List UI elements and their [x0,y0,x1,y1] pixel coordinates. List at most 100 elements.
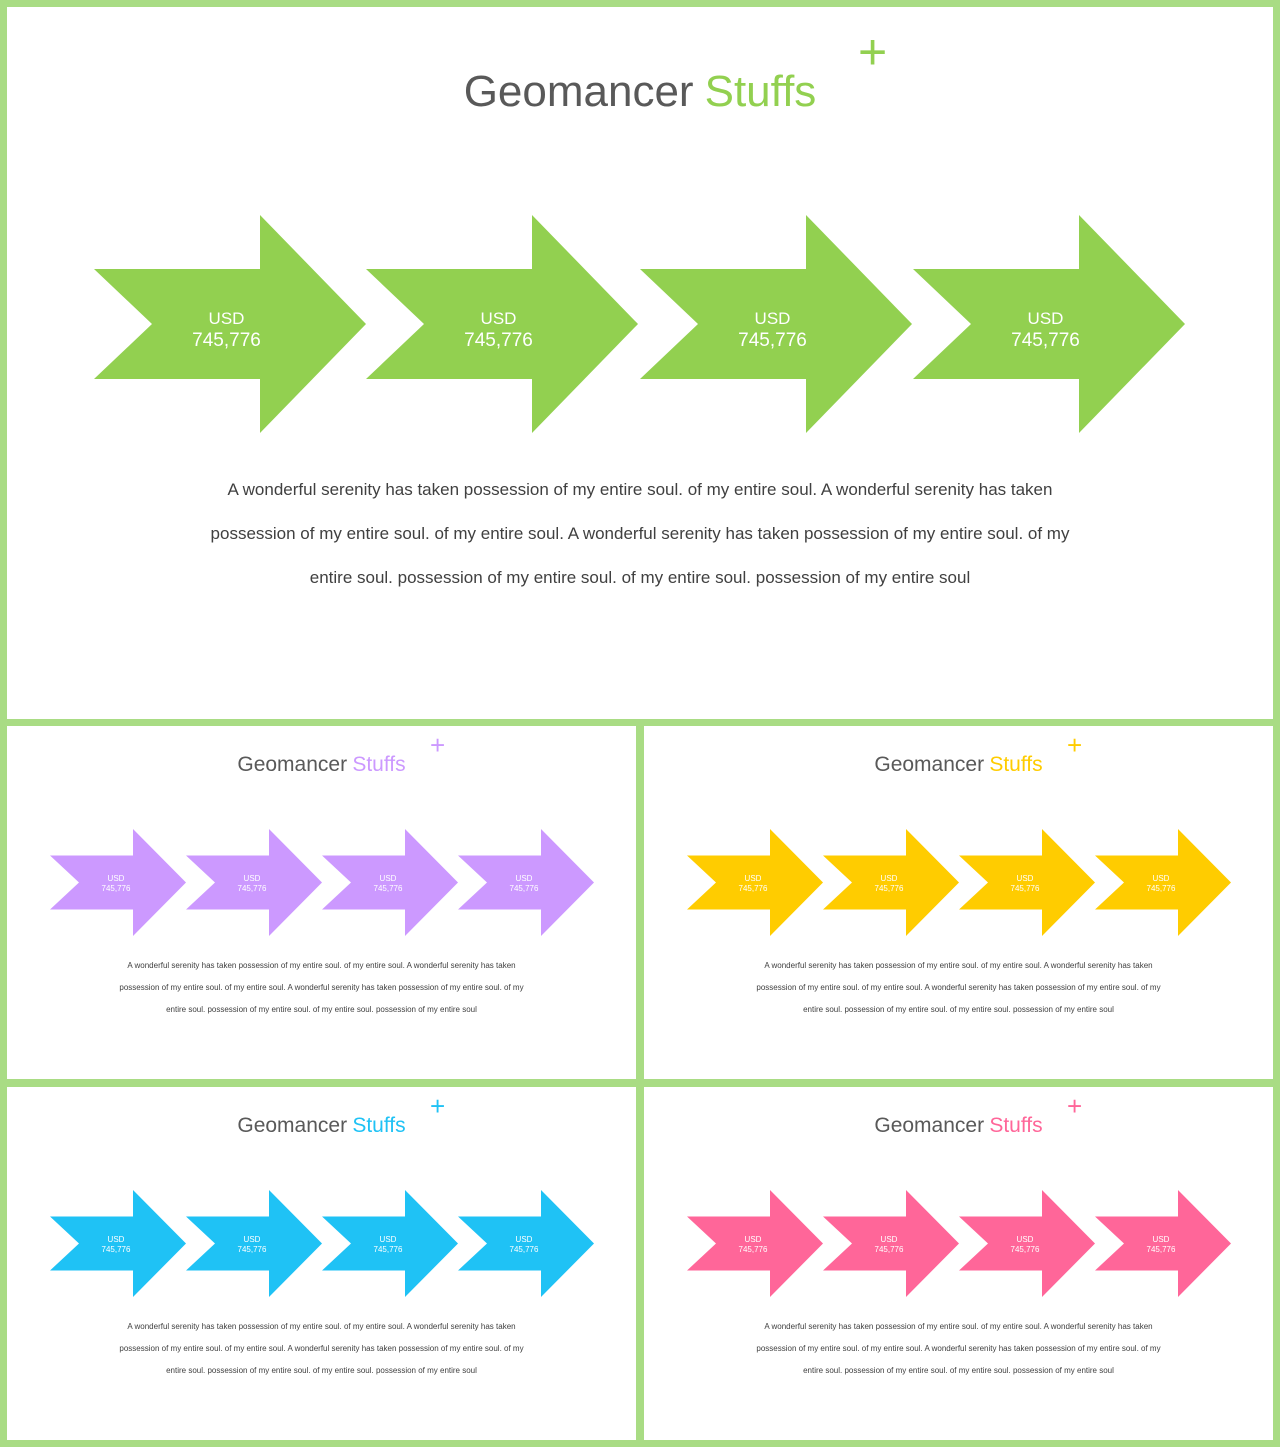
arrow-currency: USD [1016,874,1034,883]
body-line: entire soul. possession of my entire sou… [803,1366,1114,1375]
arrow-value: 745,776 [101,884,131,893]
chevron-arrow-icon [687,1190,823,1297]
chevron-arrow-icon [94,215,366,433]
title-accent: Stuffs [704,67,817,116]
arrow-value: 745,776 [192,330,261,352]
body-line: possession of my entire soul. of my enti… [756,983,1161,992]
arrow-currency: USD [754,309,791,328]
body-paragraph: A wonderful serenity has taken possessio… [7,1320,636,1386]
arrow-currency: USD [243,1235,261,1244]
body-paragraph: A wonderful serenity has taken possessio… [7,475,1273,607]
arrow-shape: USD 745,776 [913,215,1185,433]
arrow-value: 745,776 [874,1245,904,1254]
arrow-value: 745,776 [237,884,267,893]
arrow-currency: USD [744,1235,762,1244]
chevron-arrow-icon [458,1190,594,1297]
body-line: entire soul. possession of my entire sou… [166,1366,477,1375]
arrow-shape: USD 745,776 [366,215,638,433]
chevron-arrow-icon [913,215,1185,433]
title-accent: Stuffs [989,753,1043,776]
arrow-currency: USD [208,309,245,328]
plus-icon: + [1067,730,1083,760]
arrow-value: 745,776 [237,1245,267,1254]
body-line: A wonderful serenity has taken possessio… [227,480,1053,499]
body-line: entire soul. possession of my entire sou… [166,1005,477,1014]
chevron-arrow-icon [458,829,594,936]
chevron-arrow-icon [50,1190,186,1297]
chevron-arrow-icon [823,1190,959,1297]
arrow-shape: USD 745,776 [94,215,366,433]
arrow-currency: USD [1152,874,1170,883]
body-line: possession of my entire soul. of my enti… [210,524,1070,543]
arrow-currency: USD [107,874,125,883]
arrow-value: 745,776 [1010,884,1040,893]
arrow-currency: USD [744,874,762,883]
chevron-arrow-icon [687,829,823,936]
body-line: A wonderful serenity has taken possessio… [764,961,1153,970]
arrow-value: 745,776 [1146,1245,1176,1254]
title-main: Geomancer [874,1114,985,1137]
arrow-value: 745,776 [738,884,768,893]
chevron-arrow-icon [186,829,322,936]
chevron-arrow-icon [1095,829,1231,936]
body-line: possession of my entire soul. of my enti… [119,983,524,992]
title-main: Geomancer [463,67,694,116]
arrow-currency: USD [1027,309,1064,328]
plus-icon: + [1067,1091,1083,1121]
arrow-currency: USD [880,874,898,883]
plus-icon: + [430,1091,446,1121]
arrow-currency: USD [107,1235,125,1244]
arrow-value: 745,776 [874,884,904,893]
chevron-arrow-icon [640,215,912,433]
arrow-value: 745,776 [738,1245,768,1254]
arrow-currency: USD [480,309,517,328]
body-paragraph: A wonderful serenity has taken possessio… [644,959,1273,1025]
arrow-value: 745,776 [509,884,539,893]
chevron-arrow-icon [959,1190,1095,1297]
chevron-arrow-icon [1095,1190,1231,1297]
arrow-currency: USD [1016,1235,1034,1244]
chevron-arrow-icon [823,829,959,936]
body-paragraph: A wonderful serenity has taken possessio… [7,959,636,1025]
arrow-currency: USD [379,874,397,883]
arrow-value: 745,776 [101,1245,131,1254]
body-paragraph: A wonderful serenity has taken possessio… [644,1320,1273,1386]
chevron-arrow-icon [366,215,638,433]
arrow-value: 745,776 [464,330,533,352]
arrow-value: 745,776 [1146,884,1176,893]
body-line: possession of my entire soul. of my enti… [756,1344,1161,1353]
chevron-arrow-icon [50,829,186,936]
arrow-value: 745,776 [373,884,403,893]
arrow-value: 745,776 [738,330,807,352]
arrow-value: 745,776 [1011,330,1080,352]
title-accent: Stuffs [989,1114,1043,1137]
arrow-value: 745,776 [373,1245,403,1254]
body-line: entire soul. possession of my entire sou… [309,568,971,587]
arrow-shape: USD 745,776 [640,215,912,433]
plus-icon: + [430,730,446,760]
arrow-currency: USD [1152,1235,1170,1244]
